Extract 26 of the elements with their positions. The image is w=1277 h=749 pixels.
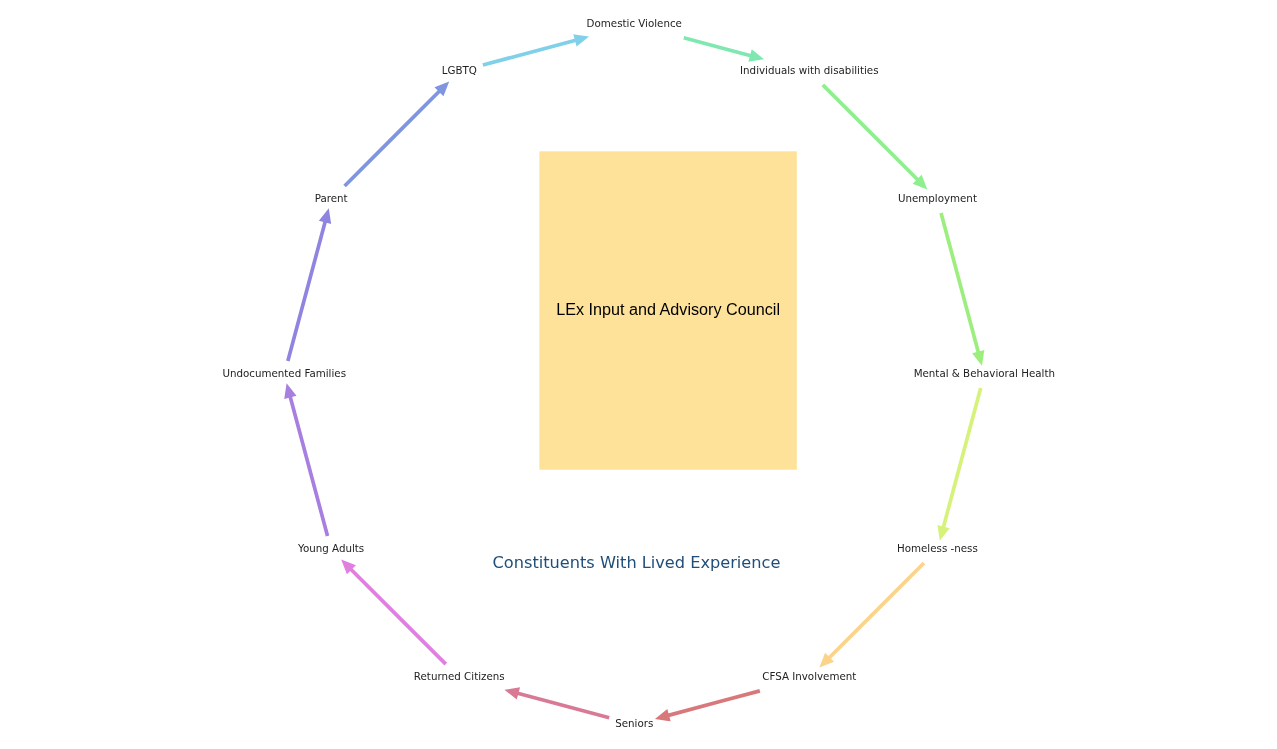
arrow [504,687,610,720]
node-text: Undocumented Families [222,367,347,380]
node-text: Individuals with disabilities [740,64,879,77]
arrow [654,689,761,722]
arrow [819,561,926,668]
node-text: LGBTQ [441,64,477,77]
arrow [341,559,448,666]
node-text: Unemployment [897,192,977,205]
arrow [343,81,450,188]
arrow [939,212,985,366]
arrow [284,383,330,537]
node-text: CFSA Involvement [762,670,857,683]
label: Constituents With Lived Experience [492,552,781,572]
arrow [821,83,928,190]
node-text: Domestic Violence [586,17,682,30]
node-text: Young Adults [298,542,365,555]
arrow [937,387,983,541]
node-text: Homeless -ness [897,542,978,555]
node-text: Seniors [615,717,654,730]
node-text: Mental & Behavioral Health [913,367,1055,380]
node-text: Returned Citizens [413,670,505,683]
arrow [482,34,589,67]
node-text: Parent [314,192,348,205]
arrow [286,208,332,362]
arrow [683,35,765,62]
node-box: LEx Input and Advisory Council [539,151,797,470]
